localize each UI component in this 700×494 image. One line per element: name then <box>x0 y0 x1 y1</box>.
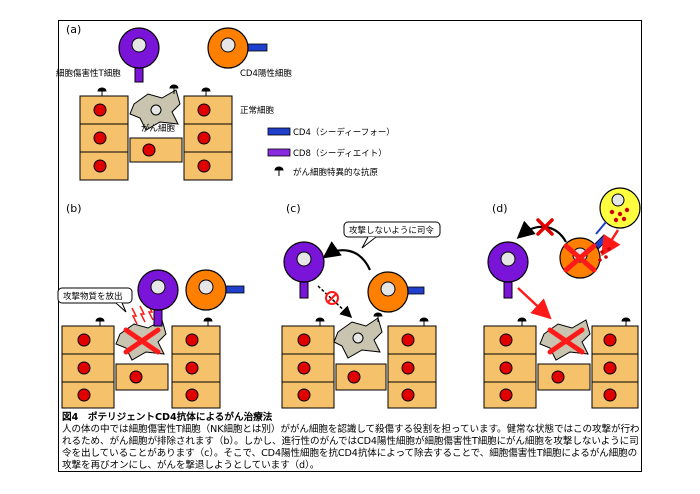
normal-tissue <box>79 87 233 181</box>
cancer-killed-mark <box>123 327 161 355</box>
panel-a: (a) 細胞傷害性T細胞 CD4陽性細胞 <box>56 23 395 181</box>
panel-d-label: (d) <box>492 202 508 215</box>
legend: CD4（シーディーフォー） CD8（シーディエイト） がん細胞特異的な抗原 <box>267 127 395 178</box>
callout-c: 攻撃しないように司令 <box>343 221 441 249</box>
antibody-cell-icon <box>599 187 641 229</box>
cd4-receptor-icon <box>267 127 291 136</box>
figure-frame <box>58 20 642 472</box>
cancer-cell-icon <box>129 84 181 131</box>
prohibited-icon <box>325 291 339 305</box>
legend-cd4: CD4（シーディーフォー） <box>293 127 395 138</box>
panel-c-label: (c) <box>286 202 301 215</box>
attack-arrow <box>517 287 552 320</box>
cd4-label: CD4陽性細胞 <box>240 68 292 79</box>
normal-label: 正常細胞 <box>240 105 275 116</box>
panel-c: (c) <box>281 202 441 409</box>
cd8-receptor-icon <box>267 148 291 157</box>
callout-b-text: 攻撃物質を放出 <box>63 291 123 302</box>
panel-a-label: (a) <box>66 23 81 36</box>
antigen-icon <box>274 166 284 176</box>
cancer-label: がん細胞 <box>141 123 176 134</box>
command-arrow <box>322 241 372 271</box>
figure-caption: 図4 ポテリジェントCD4抗体によるがん治療法 人の体の中では細胞傷害性T細胞（… <box>62 412 640 472</box>
panel-b: (b) 攻撃物質を放出 <box>57 202 245 409</box>
caption-title: 図4 ポテリジェントCD4抗体によるがん治療法 <box>62 412 273 423</box>
callout-c-text: 攻撃しないように司令 <box>349 225 434 236</box>
legend-antigen: がん細胞特異的な抗原 <box>293 167 378 178</box>
cd4-cell-icon <box>207 27 268 69</box>
panel-d: (d) <box>483 187 641 409</box>
panel-b-label: (b) <box>66 202 82 215</box>
caption-body: 人の体の中では細胞傷害性T細胞（NK細胞とは別）ががん細胞を認識して殺傷する役割… <box>62 424 640 471</box>
legend-cd8: CD8（シーディエイト） <box>293 148 387 159</box>
ctl-cell-icon <box>118 27 160 83</box>
ctl-label: 細胞傷害性T細胞 <box>56 68 121 79</box>
callout-b: 攻撃物質を放出 <box>57 287 133 313</box>
